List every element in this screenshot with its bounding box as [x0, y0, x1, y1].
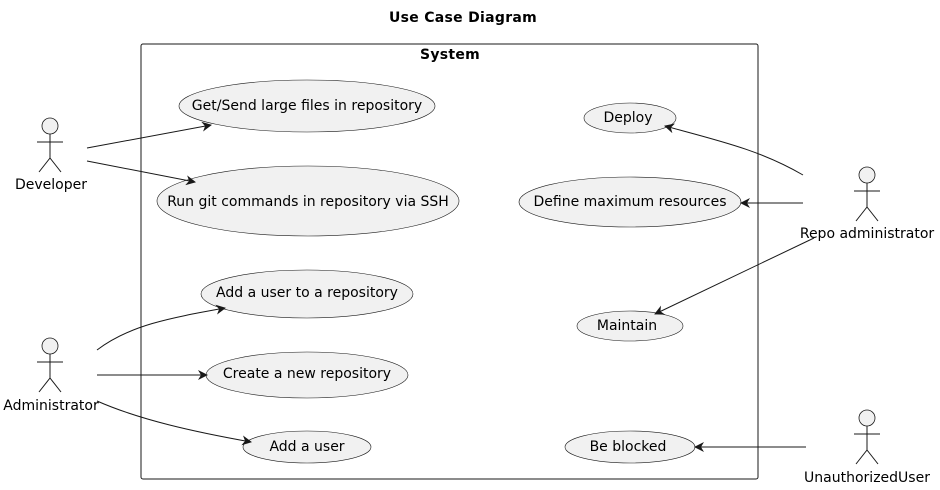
use-case-create-new-repository: Create a new repository — [205, 351, 409, 399]
actor-repo-administrator: Repo administrator — [800, 166, 935, 242]
use-case-be-blocked: Be blocked — [564, 430, 696, 464]
use-case-label: Be blocked — [590, 439, 667, 455]
actor-administrator: Administrator — [3, 337, 99, 414]
actor-label: Repo administrator — [800, 226, 935, 242]
use-case-label: Maintain — [597, 318, 657, 334]
actor-label: Developer — [15, 177, 87, 193]
system-label: System — [420, 47, 480, 63]
association-arrow — [86, 160, 196, 186]
use-case-label: Get/Send large files in repository — [192, 98, 422, 114]
use-case-label: Run git commands in repository via SSH — [167, 194, 449, 210]
use-case-add-user: Add a user — [242, 430, 372, 464]
use-case-label: Deploy — [603, 110, 652, 126]
actor-label: UnauthorizedUser — [804, 470, 930, 486]
use-case-define-maximum-resources: Define maximum resources — [518, 176, 742, 228]
use-case-label: Define maximum resources — [534, 194, 727, 210]
association-arrow — [96, 304, 226, 351]
association-arrow — [86, 121, 212, 149]
association-arrow — [654, 237, 815, 315]
diagram-title: Use Case Diagram — [389, 10, 537, 26]
use-case-run-git-commands: Run git commands in repository via SSH — [156, 165, 460, 237]
use-case-label: Add a user to a repository — [216, 285, 398, 301]
association-arrow — [96, 400, 252, 446]
use-case-maintain: Maintain — [576, 310, 684, 342]
actor-unauthorized-user: UnauthorizedUser — [804, 409, 930, 486]
use-case-label: Create a new repository — [223, 366, 391, 382]
use-case-get-send-large-files: Get/Send large files in repository — [178, 79, 436, 133]
use-case-add-user-to-repository: Add a user to a repository — [200, 269, 414, 319]
actor-developer: Developer — [15, 117, 87, 193]
actor-label: Administrator — [3, 398, 99, 414]
use-case-label: Add a user — [269, 439, 344, 455]
use-case-deploy: Deploy — [583, 102, 677, 134]
association-arrow — [664, 123, 804, 176]
